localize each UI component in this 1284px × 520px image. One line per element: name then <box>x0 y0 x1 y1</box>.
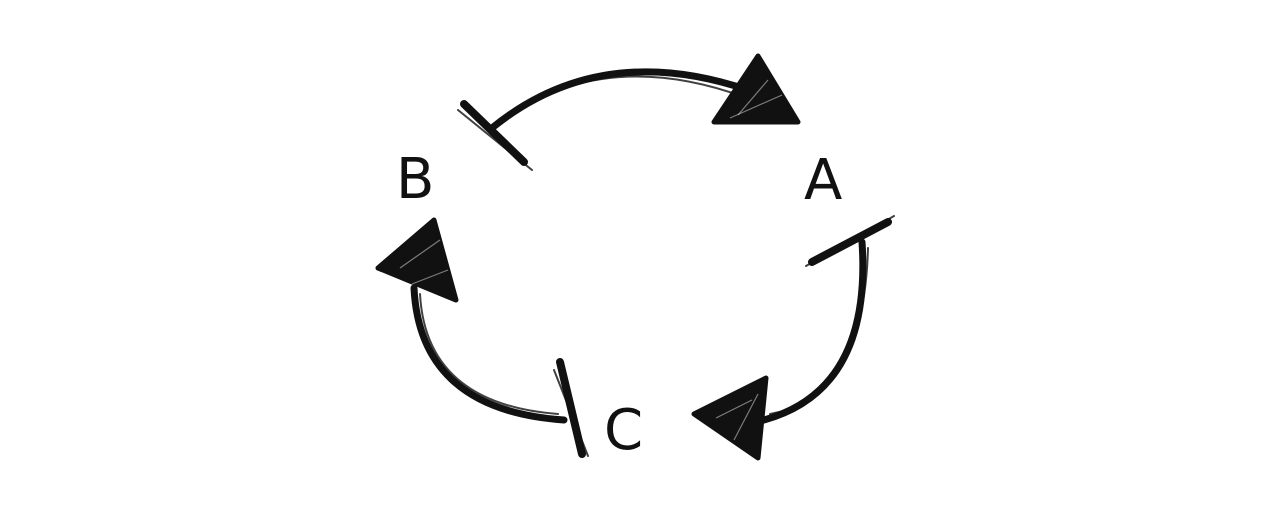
edge-c-to-b-arrowhead <box>375 217 459 303</box>
edge-a-to-c <box>691 215 895 461</box>
edge-b-to-a-tail-bar <box>457 100 533 171</box>
edge-c-to-b-arc <box>410 284 568 424</box>
edge-b-to-a <box>457 53 801 171</box>
edge-b-to-a-arrowhead <box>711 53 801 125</box>
edge-a-to-c-tail-bar <box>805 215 895 267</box>
edge-c-to-b-tail-bar <box>553 358 589 458</box>
node-label-b: B <box>396 147 434 212</box>
node-label-a: A <box>804 148 842 213</box>
edge-b-to-a-arc-texture <box>496 75 745 123</box>
node-label-c: C <box>604 398 643 463</box>
edge-c-to-b-arc-texture <box>419 293 559 415</box>
edge-a-to-c-arc-texture <box>769 247 869 415</box>
edge-c-to-b <box>375 217 589 458</box>
edge-a-to-c-arrowhead <box>691 375 769 461</box>
edge-a-to-c-arc <box>760 238 867 424</box>
edge-b-to-a-arc <box>488 68 752 132</box>
